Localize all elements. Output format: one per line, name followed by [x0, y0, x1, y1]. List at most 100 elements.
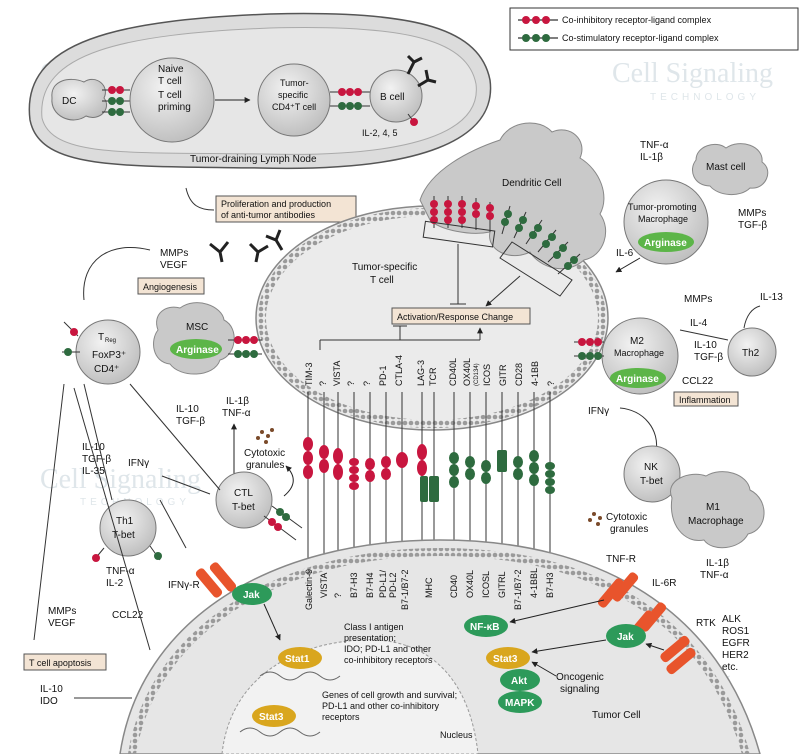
antibodies-box — [215, 195, 357, 223]
svg-text:PD-1: PD-1 — [378, 365, 388, 386]
svg-text:MMPs: MMPs — [160, 248, 188, 259]
nucleus-label: Nucleus — [440, 730, 473, 740]
activation-box — [391, 307, 531, 325]
svg-text:Cell Signaling: Cell Signaling — [612, 58, 773, 89]
svg-text:MSC: MSC — [186, 322, 208, 333]
svg-text:M2: M2 — [630, 336, 644, 347]
m2-arginase — [610, 368, 666, 388]
svg-text:granules: granules — [610, 524, 648, 535]
dendritic-cell — [419, 122, 607, 270]
svg-text:MMPs: MMPs — [738, 208, 766, 219]
m1-cell — [670, 471, 765, 549]
svg-text:IL-10: IL-10 — [82, 442, 105, 453]
svg-text:IL-4: IL-4 — [690, 318, 708, 329]
legend-inhibitory: Co-inhibitory receptor-ligand complex — [562, 15, 712, 25]
svg-text:LAG-3: LAG-3 — [416, 360, 426, 386]
svg-text:IL-10: IL-10 — [694, 340, 717, 351]
svg-text:Inflammation: Inflammation — [679, 395, 731, 405]
svg-text:Genes of cell growth and survi: Genes of cell growth and survival; — [322, 690, 457, 700]
svg-text:?: ? — [546, 381, 556, 386]
mapk — [498, 691, 542, 713]
svg-text:CD28: CD28 — [514, 363, 524, 386]
svg-text:IL-1β: IL-1β — [706, 558, 729, 569]
svg-text:T cell: T cell — [158, 90, 182, 101]
svg-text:TGF-β: TGF-β — [82, 454, 111, 465]
svg-text:TNF-α: TNF-α — [700, 570, 729, 581]
svg-text:Tumor-promoting: Tumor-promoting — [628, 202, 697, 212]
ctl-cell — [215, 471, 273, 529]
svg-text:IL-13: IL-13 — [760, 292, 783, 303]
svg-text:Macrophage: Macrophage — [688, 516, 744, 527]
svg-text:4-1BB: 4-1BB — [530, 361, 540, 386]
stimulatory-pairs — [420, 450, 555, 502]
svg-text:etc.: etc. — [722, 662, 738, 673]
svg-text:TGF-β: TGF-β — [738, 220, 767, 231]
svg-text:IL-10: IL-10 — [176, 404, 199, 415]
svg-text:Reg: Reg — [105, 338, 116, 344]
svg-text:Galectin-9: Galectin-9 — [304, 569, 314, 610]
svg-text:T: T — [98, 332, 104, 343]
svg-text:NF-κB: NF-κB — [470, 622, 499, 633]
svg-text:MAPK: MAPK — [505, 698, 535, 709]
mast-cell — [692, 143, 769, 195]
svg-text:GITRL: GITRL — [497, 571, 507, 598]
ifngr-receptor — [195, 568, 223, 598]
svg-text:Cell Signaling: Cell Signaling — [40, 464, 201, 495]
svg-text:?: ? — [362, 381, 372, 386]
svg-text:4-1BBL: 4-1BBL — [529, 568, 539, 598]
nucleus — [221, 639, 479, 754]
svg-text:VISTA: VISTA — [332, 361, 342, 386]
svg-text:ICOSL: ICOSL — [481, 571, 491, 598]
svg-text:specific: specific — [278, 90, 309, 100]
svg-text:CD40: CD40 — [449, 575, 459, 598]
svg-text:ICOS: ICOS — [482, 364, 492, 386]
svg-text:B7-1/B7-2: B7-1/B7-2 — [513, 569, 523, 610]
svg-text:EGFR: EGFR — [722, 638, 750, 649]
dendritic-label: Dendritic Cell — [502, 178, 561, 189]
svg-text:IFNγ-R: IFNγ-R — [168, 580, 200, 591]
svg-text:FoxP3⁺: FoxP3⁺ — [92, 350, 126, 361]
nk-granules — [588, 512, 602, 526]
ligand-labels: Galectin-9 VISTA ? B7-H3 B7-H4 PD-L1/ PD… — [304, 568, 555, 610]
svg-text:ROS1: ROS1 — [722, 626, 750, 637]
svg-text:B7-H4: B7-H4 — [365, 572, 375, 598]
svg-text:VEGF: VEGF — [48, 618, 75, 629]
svg-text:CD40L: CD40L — [448, 358, 458, 386]
svg-text:T-bet: T-bet — [640, 476, 663, 487]
svg-text:OX40L: OX40L — [465, 570, 475, 598]
rtk-receptor — [660, 635, 690, 663]
svg-text:T-bet: T-bet — [232, 502, 255, 513]
svg-text:PD-L1 and other co-inhibitory: PD-L1 and other co-inhibitory — [322, 701, 440, 711]
svg-text:presentation;: presentation; — [344, 633, 396, 643]
msc-cell — [153, 302, 235, 375]
svg-text:Akt: Akt — [511, 676, 528, 687]
dc-receptors — [430, 196, 581, 275]
svg-text:CCL22: CCL22 — [112, 610, 144, 621]
stat1 — [278, 647, 322, 669]
svg-text:GITR: GITR — [498, 364, 508, 386]
svg-text:CTLA-4: CTLA-4 — [394, 355, 404, 386]
svg-text:T cell: T cell — [370, 275, 394, 286]
lymph-node-label: Tumor-draining Lymph Node — [190, 154, 317, 165]
svg-text:B7-1/B7-2: B7-1/B7-2 — [400, 569, 410, 610]
svg-text:IDO: IDO — [40, 696, 58, 707]
svg-text:T cell: T cell — [158, 76, 182, 87]
svg-text:Stat3: Stat3 — [493, 654, 518, 665]
inhibitory-pairs — [303, 437, 427, 490]
svg-text:signaling: signaling — [560, 684, 599, 695]
lymph-node: Tumor-draining Lymph Node DC Naive T cel… — [28, 12, 492, 170]
legend: Co-inhibitory receptor-ligand complex Co… — [509, 7, 799, 51]
svg-text:IFNγ: IFNγ — [588, 406, 609, 417]
svg-text:Class I antigen: Class I antigen — [344, 622, 404, 632]
svg-text:?: ? — [346, 381, 356, 386]
cd4-t-label: Tumor- — [280, 78, 309, 88]
naive-t-label: Naive — [158, 64, 184, 75]
svg-text:Macrophage: Macrophage — [614, 348, 664, 358]
svg-text:CTL: CTL — [234, 488, 253, 499]
svg-text:Th1: Th1 — [116, 516, 134, 527]
tpm-arginase — [638, 232, 694, 252]
svg-text:B7-H3: B7-H3 — [349, 572, 359, 598]
svg-text:Jak: Jak — [617, 632, 634, 643]
svg-text:?: ? — [333, 593, 343, 598]
svg-text:Proliferation and production: Proliferation and production — [221, 199, 331, 209]
